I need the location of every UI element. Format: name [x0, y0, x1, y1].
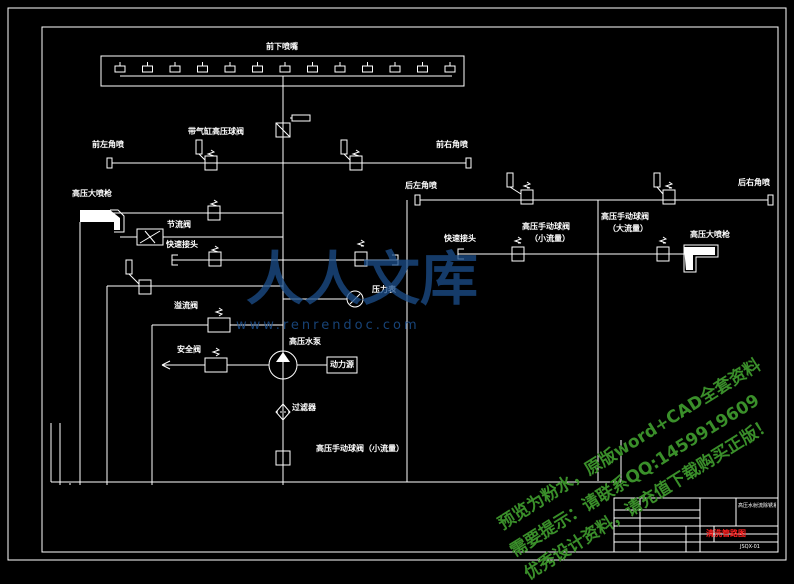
- hp-manual-bottom-valve: [275, 450, 291, 466]
- title-block: [613, 497, 779, 553]
- label-front-left: 前左角喷: [92, 140, 124, 149]
- nozzle-symbol: [362, 65, 373, 73]
- nozzle-symbol: [334, 65, 346, 73]
- label-hp-manual-bottom: 高压手动球阀（小流量）: [316, 444, 404, 453]
- title-block-highlight: 清洗管路图: [706, 529, 746, 538]
- label-hp-pump: 高压水泵: [289, 337, 321, 346]
- label-hp-gun-right: 高压大喷枪: [690, 230, 730, 239]
- power-source-box: [326, 356, 358, 374]
- label-hp-gun-left: 高压大喷枪: [72, 189, 112, 198]
- hydraulic-schematic: [7, 7, 787, 561]
- watermark-url: www.renrendoc.com: [236, 318, 420, 333]
- label-front-lower: 前下喷嘴: [266, 42, 298, 51]
- label-power: 动力源: [330, 360, 354, 369]
- hp-manual-small-valve: [511, 246, 525, 262]
- label-large-flow: （大流量）: [608, 224, 648, 233]
- label-gauge: 压力表: [372, 285, 396, 294]
- nozzle-symbol: [252, 65, 263, 73]
- nozzle-symbol: [417, 65, 428, 73]
- label-hp-manual-large: 高压手动球阀: [601, 212, 649, 221]
- relief-valve: [207, 317, 231, 333]
- nozzle-symbol: [114, 65, 126, 73]
- filter: [275, 403, 291, 421]
- label-filter: 过滤器: [292, 403, 316, 412]
- nozzle-symbol: [142, 65, 153, 73]
- label-front-right: 前右角喷: [436, 140, 468, 149]
- left-cylinder-valve: [138, 279, 152, 295]
- title-block-code: JSQX-01: [740, 544, 760, 550]
- label-quick-joint-mid: 快速接头: [444, 234, 476, 243]
- hp-gun-left: [80, 210, 120, 230]
- nozzle-symbol: [169, 65, 181, 73]
- label-hp-manual-small: 高压手动球阀: [522, 222, 570, 231]
- nozzle-symbol: [279, 65, 291, 73]
- nozzle-symbol: [224, 65, 236, 73]
- nozzle-symbol: [307, 65, 318, 73]
- nozzle-symbol: [444, 65, 456, 73]
- nozzle-symbol: [197, 65, 208, 73]
- quick-joint-valve-left: [208, 251, 222, 267]
- label-throttle: 节流阀: [167, 220, 191, 229]
- drawing-frame-inner: [41, 26, 779, 553]
- hp-gun-right: [684, 247, 715, 270]
- label-quick-joint-left: 快速接头: [166, 240, 198, 249]
- nozzle-symbol: [389, 65, 401, 73]
- hp-manual-large-valve: [656, 246, 670, 262]
- nozzle-row: [114, 62, 456, 73]
- title-block-drawing-title: 高压水射流除锈系统原理图: [738, 503, 776, 509]
- label-small-flow: （小流量）: [530, 234, 570, 243]
- label-rear-left: 后左角喷: [405, 181, 437, 190]
- drawing-frame-outer: [7, 7, 787, 561]
- label-safety: 安全阀: [177, 345, 201, 354]
- rear-right-valve: [662, 189, 676, 205]
- safety-valve: [204, 357, 228, 373]
- watermark-brand: 人人文库: [246, 245, 479, 313]
- rear-left-valve: [520, 189, 534, 205]
- label-cyl-valve: 带气缸高压球阀: [188, 127, 244, 136]
- quick-joint-valve-right: [354, 251, 368, 267]
- label-rear-right: 后右角喷: [738, 178, 770, 187]
- label-relief: 溢流阀: [174, 301, 198, 310]
- cylinder-valve-top: [275, 122, 291, 138]
